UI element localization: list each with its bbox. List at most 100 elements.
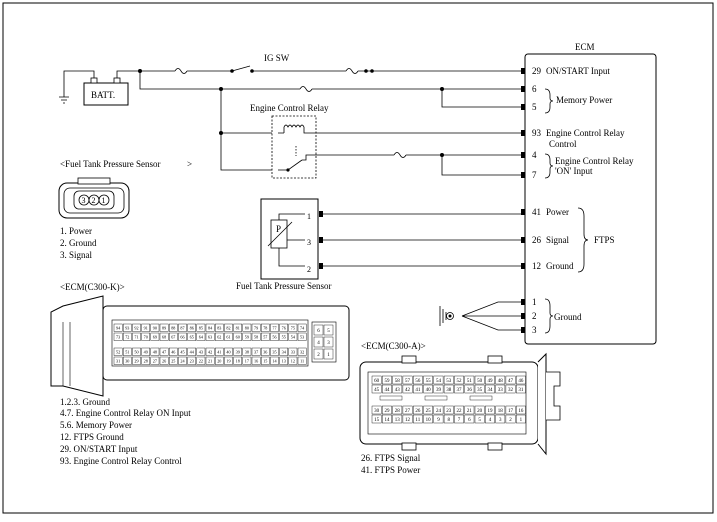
ecm-k-pin-cell xyxy=(288,332,298,341)
ecm-a-pin-label: 29 xyxy=(384,409,390,414)
ecm-a-pin-label: 39 xyxy=(436,388,442,393)
junction-dot xyxy=(230,69,234,73)
ecm-k-pin-cell xyxy=(150,332,160,341)
ecm-k-pin-label: 19 xyxy=(226,359,230,364)
ecm-k-pin-label: 24 xyxy=(180,359,185,364)
ecm-a-pin-cell xyxy=(402,405,413,415)
ecm-k-pin-cell xyxy=(205,356,215,365)
ecm-k-pin-label: 57 xyxy=(263,335,267,340)
ecm-a-pin-cell xyxy=(433,405,444,415)
ecm-k-pin-label: 79 xyxy=(254,326,258,331)
ecm-a-pin-label: 44 xyxy=(384,388,390,393)
ftps-connector-inner xyxy=(63,187,125,214)
ecm-pin-terminal xyxy=(521,237,525,243)
ecm-k-pin-cell xyxy=(233,347,243,356)
ecm-a-pin-cell xyxy=(516,384,526,394)
ecm-k-pin-label: 20 xyxy=(217,359,221,364)
ecm-k-pin-cell xyxy=(261,356,270,365)
ftps-connector-latch xyxy=(77,177,111,185)
ecm-k-pin-label: 23 xyxy=(190,359,194,364)
ground-eyelet-center xyxy=(448,314,452,318)
ftps-connector-pin-label: 3 xyxy=(82,196,86,205)
ecm-a-pin-label: 5 xyxy=(478,418,481,423)
ecm-a-pin-cell xyxy=(423,384,434,394)
ftps-connector-pin-label: 2 xyxy=(92,196,96,205)
ecm-k-pin-label: 50 xyxy=(134,350,138,355)
relay-box xyxy=(271,115,317,179)
ecm-k-pin-cell xyxy=(168,356,178,365)
ecm-a-pin-label: 2 xyxy=(509,418,512,423)
ecm-k-pin-cell xyxy=(150,347,160,356)
ecm-k-pin-cell xyxy=(168,323,178,332)
ecm-a-pin-label: 14 xyxy=(384,418,390,423)
ecm-k-pin-cell xyxy=(242,332,252,341)
ecm-k-pin-label: 90 xyxy=(153,326,157,331)
ecm-k-pin-label: 93 xyxy=(125,326,129,331)
ecm-k-pin-cell xyxy=(261,347,270,356)
memory-power-brace xyxy=(544,88,554,114)
ecm-a-pin-label: 18 xyxy=(498,409,504,414)
ecm-a-pin-cell xyxy=(443,405,454,415)
ecm-k-pin-cell xyxy=(132,356,141,365)
ecm-box xyxy=(524,53,657,345)
ecm-pin-terminal xyxy=(521,172,525,178)
ecm-a-pin-cell xyxy=(413,375,423,385)
ecm-a-pin-cell xyxy=(495,414,506,424)
ecm-k-pin-cell xyxy=(141,332,151,341)
ecm-a-pin-label: 12 xyxy=(405,418,411,423)
ecm-pin-terminal xyxy=(521,130,525,136)
ecm-a-pin-cell xyxy=(382,414,392,424)
ecm-a-pin-label: 8 xyxy=(448,418,451,423)
ecm-a-pin-label: 26 xyxy=(415,409,421,414)
ecm-a-key-slot xyxy=(424,395,448,401)
ecm-a-pin-label: 53 xyxy=(446,379,452,384)
ecm-k-pin-cell xyxy=(178,347,187,356)
ecm-a-pin-cell xyxy=(485,375,495,385)
ftps-legend-item: 3. Signal xyxy=(60,250,93,260)
ecm-pin-terminal xyxy=(521,299,525,305)
ecm-a-legend-item: 41. FTPS Power xyxy=(361,465,420,475)
ecm-a-pin-label: 16 xyxy=(518,409,524,414)
ecm-a-pin-label: 31 xyxy=(518,388,524,393)
ecm-a-pin-cell xyxy=(402,375,413,385)
ecm-a-title: <ECM(C300-A)> xyxy=(361,341,426,351)
ecm-a-pin-cell xyxy=(443,384,454,394)
ecm-k-pin-label: 45 xyxy=(180,350,184,355)
ecm-k-side-pin-label: 2 xyxy=(317,353,320,358)
ecm-k-pin-label: 89 xyxy=(162,326,166,331)
ecm-k-pin-label: 42 xyxy=(208,350,212,355)
ecm-k-legend-item: 93. Engine Control Relay Control xyxy=(60,456,182,466)
ecm-k-side-pin-cell xyxy=(323,324,334,336)
ecm-k-pin-cell xyxy=(187,332,197,341)
ecm-k-pin-label: 67 xyxy=(171,335,175,340)
wire-seg xyxy=(220,133,278,171)
ecm-a-pin-cell xyxy=(464,405,475,415)
ecm-k-pin-label: 78 xyxy=(263,326,267,331)
ftps-pin-2: 2 xyxy=(307,265,311,274)
wire-seg xyxy=(441,89,522,108)
ecm-k-pin-cell xyxy=(251,332,261,341)
ecm-a-pin-cell xyxy=(371,414,382,424)
ecm-k-pin-cell xyxy=(214,332,224,341)
ecm-k-pin-label: 18 xyxy=(236,359,240,364)
ecm-k-pin-label: 85 xyxy=(199,326,203,331)
ecm-k-pin-label: 30 xyxy=(125,359,129,364)
ftps-component: P 1 3 2 Fuel Tank Pressure Sensor xyxy=(236,198,331,291)
ecm-k-side-pin-cell xyxy=(313,336,324,348)
ftps-internal-wires xyxy=(278,213,305,267)
ecm-a-pin-label: 23 xyxy=(446,409,452,414)
junction-dot xyxy=(250,69,254,73)
ecm-a-pin-label: 13 xyxy=(395,418,401,423)
ecm-k-pin-cell xyxy=(242,347,252,356)
ecm-k-pin-cell xyxy=(141,356,151,365)
ecm-k-pin-cell xyxy=(159,356,169,365)
ecm-k-pin-cell xyxy=(141,347,151,356)
ecm-k-pin-label: 48 xyxy=(153,350,157,355)
ecm-pin-terminal xyxy=(521,86,525,92)
ecm-pin-number: 12 xyxy=(532,261,541,271)
ecm-k-pin-area xyxy=(111,319,309,367)
fuse-3 xyxy=(299,86,313,92)
ecm-k-pin-cell xyxy=(279,323,289,332)
